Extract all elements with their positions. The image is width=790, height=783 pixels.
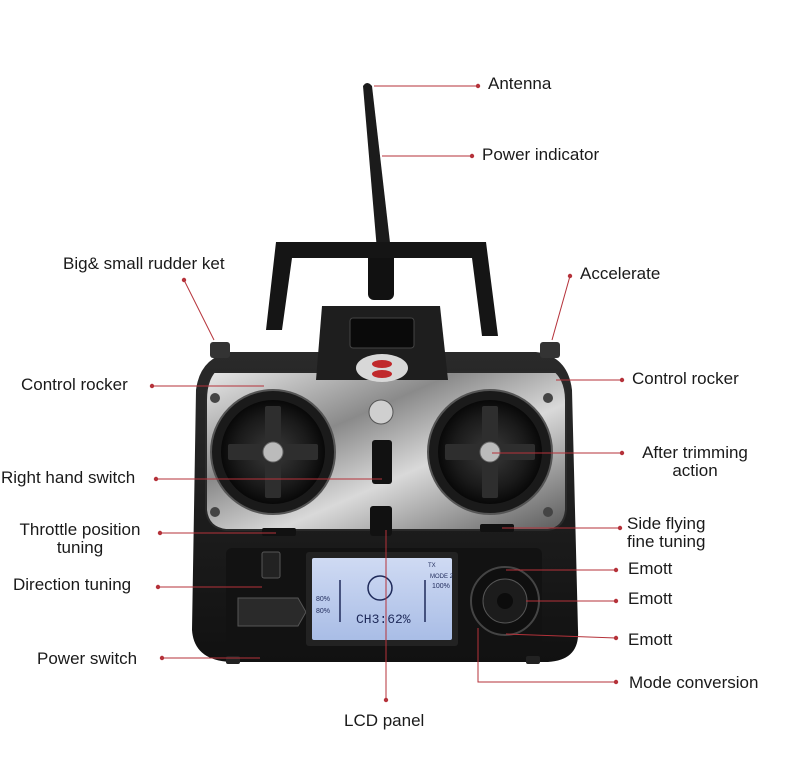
label-throttle-line1: Throttle position bbox=[19, 520, 141, 539]
leader-emott-1-dot bbox=[613, 567, 619, 573]
label-emott-2: Emott bbox=[628, 589, 673, 608]
label-control-rocker-right: Control rocker bbox=[632, 369, 739, 388]
brand-plate bbox=[237, 597, 307, 627]
label-rudder-key: Big& small rudder ket bbox=[63, 254, 225, 273]
lcd-pct-left-1: 80% bbox=[316, 596, 331, 603]
leader-mode-conversion bbox=[477, 628, 616, 683]
direction-tuning-button bbox=[261, 551, 281, 579]
lcd-tx-label: TX bbox=[428, 563, 436, 569]
right-hand-switch bbox=[372, 440, 392, 484]
antenna-base bbox=[368, 250, 394, 300]
label-side-flying: Side flying fine tuning bbox=[627, 515, 705, 551]
power-indicator-window bbox=[349, 317, 415, 349]
label-power-switch: Power switch bbox=[37, 649, 138, 668]
leader-power-indicator-dot bbox=[469, 153, 475, 159]
lcd-pct-top-right: 100% bbox=[432, 583, 450, 590]
leader-lines bbox=[149, 83, 625, 703]
label-control-rocker-left: Control rocker bbox=[21, 375, 128, 394]
leader-rudder-key bbox=[183, 279, 215, 341]
leader-rudder-key-dot bbox=[181, 277, 187, 283]
leader-side-flying-dot bbox=[617, 525, 623, 531]
label-accelerate: Accelerate bbox=[580, 264, 661, 283]
throttle-switch bbox=[370, 506, 392, 536]
leader-mode-conversion-dot bbox=[613, 679, 619, 685]
leader-emott-3-dot bbox=[613, 635, 619, 641]
leader-direction-dot bbox=[155, 584, 161, 590]
leader-emott-2-dot bbox=[613, 598, 619, 604]
label-emott-3: Emott bbox=[628, 630, 673, 649]
label-right-hand-switch: Right hand switch bbox=[1, 468, 136, 487]
right-trim-slider bbox=[480, 524, 514, 532]
label-emott-1: Emott bbox=[628, 559, 673, 578]
antenna-shape bbox=[363, 83, 392, 262]
leader-emott-3 bbox=[505, 633, 617, 639]
label-after-trimming-line1: After trimming bbox=[642, 443, 748, 462]
lcd-mode-text: MODE 2 bbox=[430, 574, 454, 580]
label-lcd-panel: LCD panel bbox=[344, 711, 425, 730]
lcd-channel-text: CH3:62% bbox=[356, 612, 411, 627]
leader-after-trimming-dot bbox=[619, 450, 625, 456]
leader-right-hand-dot bbox=[153, 476, 159, 482]
leader-control-right-dot bbox=[619, 377, 625, 383]
lcd-screen bbox=[312, 558, 452, 640]
label-after-trimming: After trimming action bbox=[632, 444, 758, 480]
label-throttle-line2: tuning bbox=[56, 538, 104, 557]
label-mode-conversion: Mode conversion bbox=[629, 673, 759, 692]
leader-antenna-dot bbox=[475, 83, 481, 89]
label-throttle: Throttle position tuning bbox=[9, 521, 151, 557]
leader-power-switch-dot bbox=[159, 655, 165, 661]
leader-accelerate bbox=[551, 275, 571, 341]
carry-handle bbox=[266, 242, 498, 336]
lcd-pct-left-2: 80% bbox=[316, 608, 331, 615]
label-side-flying-line2: fine tuning bbox=[627, 532, 706, 551]
leader-accelerate-dot bbox=[567, 273, 573, 279]
leader-lcd-panel-dot bbox=[383, 697, 389, 703]
left-shoulder-switch bbox=[210, 342, 230, 358]
leader-throttle-dot bbox=[157, 530, 163, 536]
center-knob bbox=[368, 399, 394, 425]
right-stick bbox=[479, 441, 501, 463]
label-side-flying-line1: Side flying bbox=[627, 514, 706, 533]
left-stick bbox=[262, 441, 284, 463]
right-shoulder-switch bbox=[540, 342, 560, 358]
label-power-indicator: Power indicator bbox=[482, 145, 600, 164]
label-direction-tuning: Direction tuning bbox=[13, 575, 132, 594]
leader-control-left-dot bbox=[149, 383, 155, 389]
label-antenna: Antenna bbox=[488, 74, 552, 93]
label-after-trimming-line2: action bbox=[672, 461, 718, 480]
left-trim-slider bbox=[262, 528, 296, 536]
